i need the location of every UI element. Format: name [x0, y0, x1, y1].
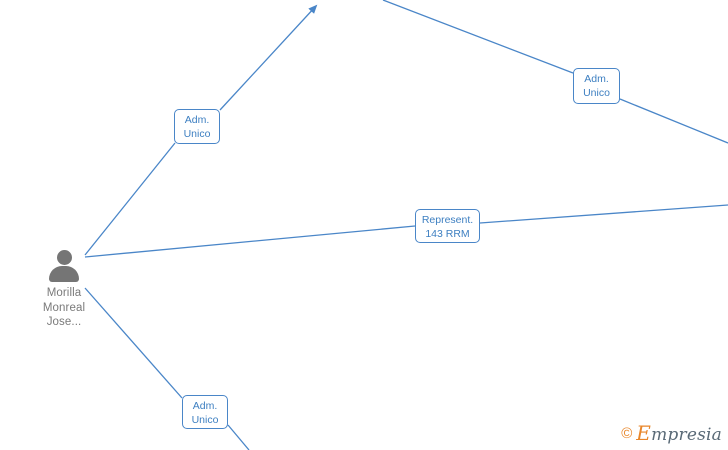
person-node-morilla-monreal-jose[interactable]: Morilla Monreal Jose...	[9, 250, 119, 330]
edge-label-adm-unico-upper-right[interactable]: Adm. Unico	[573, 68, 620, 104]
edge-label-adm-unico-lower-left[interactable]: Adm. Unico	[182, 395, 228, 429]
edge-label-line-1: Represent.	[421, 214, 474, 226]
person-silhouette-icon	[47, 250, 81, 282]
edge-admunico-down-right[interactable]	[227, 424, 250, 450]
brand-rest: mpresia	[651, 425, 722, 445]
person-node-label: Morilla Monreal Jose...	[9, 286, 119, 330]
avatar-head	[56, 250, 72, 265]
brand-initial: E	[636, 421, 652, 445]
edge-arrow-upward[interactable]	[219, 4, 318, 111]
edge-label-line-2: 143 RRM	[425, 228, 470, 240]
edge-top-to-admunico[interactable]	[382, 0, 574, 74]
watermark: © Empresia	[621, 423, 722, 444]
graph-edges	[84, 0, 728, 450]
edge-label-line-2: Unico	[183, 128, 211, 140]
edge-admunico-to-right[interactable]	[619, 98, 728, 144]
edge-to-arrow-top[interactable]	[84, 142, 176, 256]
edge-down-to-admunico[interactable]	[84, 287, 183, 399]
edge-label-represent-143-rrm[interactable]: Represent. 143 RRM	[415, 209, 480, 243]
copyright-icon: ©	[621, 425, 633, 442]
edge-label-line-1: Adm.	[184, 114, 210, 126]
edge-label-line-1: Adm.	[192, 400, 218, 412]
edge-label-line-1: Adm.	[584, 73, 609, 85]
person-name-line-3: Jose...	[46, 316, 82, 328]
avatar-body	[49, 266, 79, 282]
edge-horizontal-right[interactable]	[84, 225, 416, 258]
brand-wordmark: Empresia	[636, 423, 722, 444]
person-name-line-2: Monreal	[42, 301, 86, 314]
edge-label-line-2: Unico	[191, 414, 219, 426]
edge-label-adm-unico-upper-left[interactable]: Adm. Unico	[174, 109, 220, 144]
person-name-line-1: Morilla	[46, 287, 82, 299]
edge-label-line-2: Unico	[583, 87, 610, 99]
edge-represent-to-right[interactable]	[479, 204, 728, 224]
